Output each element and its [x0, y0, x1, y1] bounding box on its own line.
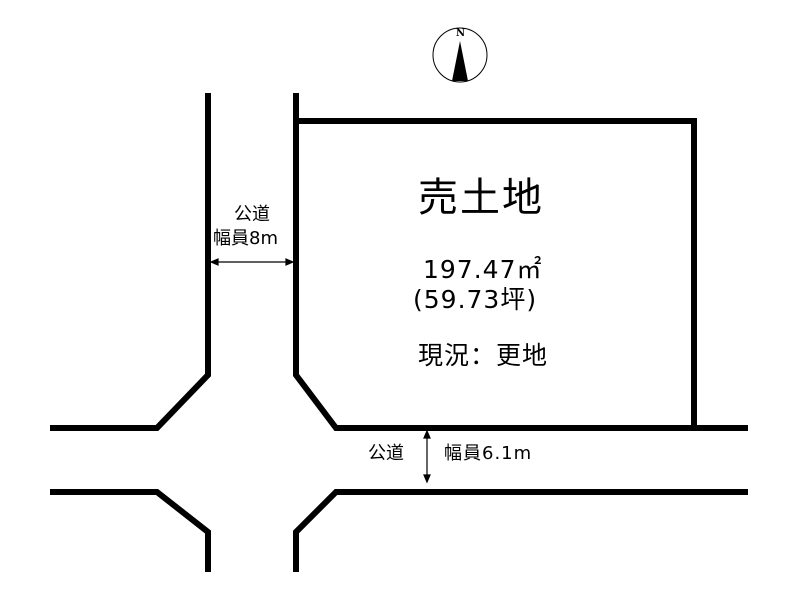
- north-label: N: [456, 28, 466, 39]
- south-road-lower-right: [293, 489, 748, 572]
- west-road-width: 幅員8m: [213, 228, 278, 249]
- north-compass: N: [432, 27, 488, 83]
- property-status: 現況：更地: [418, 341, 549, 370]
- north-arrow-icon: [432, 27, 488, 83]
- plot-top-right: [296, 118, 697, 428]
- south-road-width: 幅員6.1m: [444, 443, 533, 464]
- south-road-lower-left: [50, 489, 211, 572]
- west-road-left-edge: [50, 93, 211, 431]
- property-area-tsubo: (59.73坪): [413, 285, 538, 314]
- west-road-type: 公道: [234, 204, 270, 225]
- plot-boundary: [293, 93, 748, 431]
- south-road-type: 公道: [368, 443, 404, 464]
- property-title: 売土地: [418, 175, 544, 221]
- property-area-sqm: 197.47㎡: [423, 255, 543, 284]
